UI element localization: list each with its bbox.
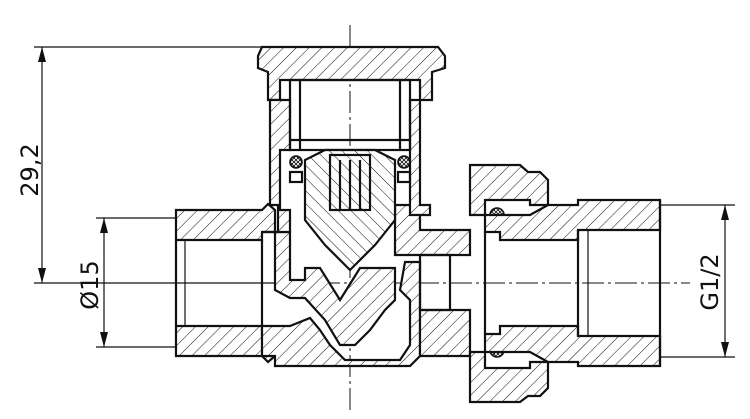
diameter-dimension-label: Ø15 bbox=[76, 260, 104, 309]
spindle bbox=[288, 148, 412, 272]
right-tailpiece bbox=[483, 198, 662, 368]
upper-o-ring-left bbox=[289, 155, 303, 169]
dimension-thread bbox=[660, 204, 735, 358]
valve-body bbox=[260, 203, 472, 368]
upper-o-ring-right bbox=[397, 155, 411, 169]
dimension-diameter bbox=[96, 217, 176, 348]
dimension-height bbox=[34, 46, 300, 284]
thread-dimension-label: G1/2 bbox=[696, 253, 724, 310]
valve-bonnet bbox=[256, 45, 447, 234]
height-dimension-label: 29,2 bbox=[16, 143, 44, 196]
